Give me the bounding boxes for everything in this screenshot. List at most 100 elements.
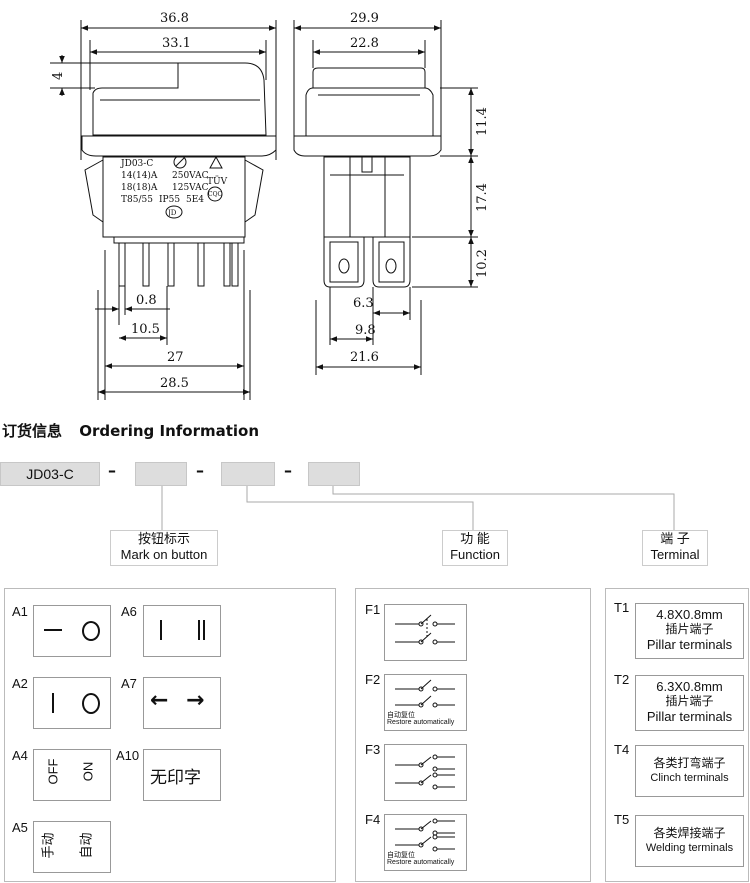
mark-option-a7[interactable]: ← → [143,677,221,729]
terminal-option-t5[interactable]: 各类焊接端子 Welding terminals [635,815,744,867]
dim-front-height-top: 4 [51,72,66,80]
t1-line3: Pillar terminals [646,637,733,652]
mark-code-a4: A4 [12,748,28,763]
terminal-header-en: Terminal [650,547,700,562]
jd-logo-icon [165,205,183,219]
mark-code-slot[interactable] [135,462,187,486]
switch-model-text: JD03-C [120,159,153,169]
terminal-code-slot[interactable] [308,462,360,486]
terminal-option-t1[interactable]: 4.8X0.8mm 插片端子 Pillar terminals [635,603,744,659]
mark-header-en: Mark on button [120,547,208,562]
ordering-title: 订货信息 Ordering Information [2,420,259,441]
terminal-code-t1: T1 [614,600,630,615]
mark-header-cn: 按钮标示 [137,531,190,546]
arrow-left-icon: ← [150,688,169,713]
ordering-title-en: Ordering Information [79,422,260,440]
function-code-f3: F3 [365,742,381,757]
t5-line3: Welding terminals [645,842,734,854]
mark-code-a10: A10 [116,748,140,763]
terminal-header-cn: 端 子 [660,531,690,546]
dim-side-height-top: 11.4 [475,107,490,136]
cqc-mark-text: CQC [208,191,223,198]
model-code-box: JD03-C [0,462,100,486]
mark-option-a6[interactable] [143,605,221,657]
function-code-slot[interactable] [221,462,275,486]
t4-line3: Clinch terminals [650,772,729,784]
terminal-header: 端 子 Terminal [642,530,708,566]
front-view [50,20,277,400]
dash-1: – [108,461,116,480]
mark-header: 按钮标示 Mark on button [110,530,218,566]
function-option-f4[interactable]: 自动复位 Restore automatically [384,814,467,871]
circle-symbol-icon [82,693,100,714]
function-option-f3[interactable] [384,744,467,801]
mark-option-a1[interactable] [33,605,111,657]
mark-code-a5: A5 [12,820,28,835]
double-bar-icon [198,620,200,640]
dim-front-base-width: 27 [167,350,184,365]
t2-line3: Pillar terminals [646,709,733,724]
dim-front-pin-thickness: 0.8 [136,293,157,308]
terminal-code-t4: T4 [614,742,630,757]
manual-label: 手动 [41,832,57,859]
f2-caption-cn: 自动复位 [387,711,415,719]
function-header: 功 能 Function [442,530,508,566]
dim-front-width-outer: 36.8 [160,11,189,26]
switch-diagram-icon [395,754,455,790]
switch-diagram-icon [395,818,455,852]
connector-lines [161,486,675,530]
switch-rating2v: 125VAC [172,183,209,193]
switch-rating3: T85/55 [121,195,153,205]
f4-caption-en: Restore automatically [387,859,455,866]
function-code-f2: F2 [365,672,381,687]
function-code-f1: F1 [365,602,381,617]
cqc-mark-icon [207,186,223,202]
t5-line2: 各类焊接端子 [653,826,726,840]
tuv-mark: TÜV [207,175,228,187]
mark-option-a4[interactable]: OFF ON [33,749,111,801]
dim-side-pin-width: 6.3 [353,296,374,311]
f4-caption-cn: 自动复位 [387,851,415,859]
terminal-code-t5: T5 [614,812,630,827]
mark-option-a10[interactable]: 无印字 [143,749,221,801]
function-option-f2[interactable]: 自动复位 Restore automatically [384,674,467,731]
dash-3: – [284,461,292,480]
switch-rating3b: IP55 [159,195,180,205]
bar-symbol-icon [52,693,54,713]
function-option-f1[interactable] [384,604,467,661]
mark-code-a6: A6 [121,604,137,619]
t2-line1: 6.3X0.8mm [656,679,723,694]
switch-rating2: 18(18)A [121,182,158,193]
dim-side-width-inner: 22.8 [350,36,379,51]
on-label: ON [80,761,96,782]
terminal-option-t2[interactable]: 6.3X0.8mm 插片端子 Pillar terminals [635,675,744,731]
mark-option-a5[interactable]: 手动 自动 [33,821,111,873]
dim-side-height-pins: 10.2 [475,249,490,278]
dim-front-width-inner: 33.1 [162,36,191,51]
ordering-title-cn: 订货信息 [2,422,63,440]
circle-symbol-icon [82,621,100,641]
technical-drawing: 36.8 33.1 4 0.8 10.5 27 28.5 29.9 22.8 1… [50,11,490,400]
switch-diagram-icon [395,679,455,708]
f2-caption-en: Restore automatically [387,719,455,726]
dim-side-base-width: 21.6 [350,350,379,365]
side-view [293,20,478,375]
mark-option-a2[interactable] [33,677,111,729]
switch-rating1: 14(14)A [121,170,158,181]
mark-code-a7: A7 [121,676,137,691]
t1-line2: 插片端子 [665,622,714,636]
arrow-right-icon: → [186,688,205,713]
t2-line2: 插片端子 [665,694,714,708]
warning-triangle-icon [209,155,223,169]
t4-line2: 各类打弯端子 [653,756,726,770]
function-header-cn: 功 能 [460,531,490,546]
off-label: OFF [45,758,61,785]
dim-side-height-body: 17.4 [475,183,490,212]
terminal-option-t4[interactable]: 各类打弯端子 Clinch terminals [635,745,744,797]
function-header-en: Function [450,547,500,562]
switch-diagram-icon [395,614,455,645]
dim-side-width-outer: 29.9 [350,11,379,26]
no-print-label: 无印字 [150,768,201,788]
function-code-f4: F4 [365,812,381,827]
single-bar-icon [160,620,162,640]
